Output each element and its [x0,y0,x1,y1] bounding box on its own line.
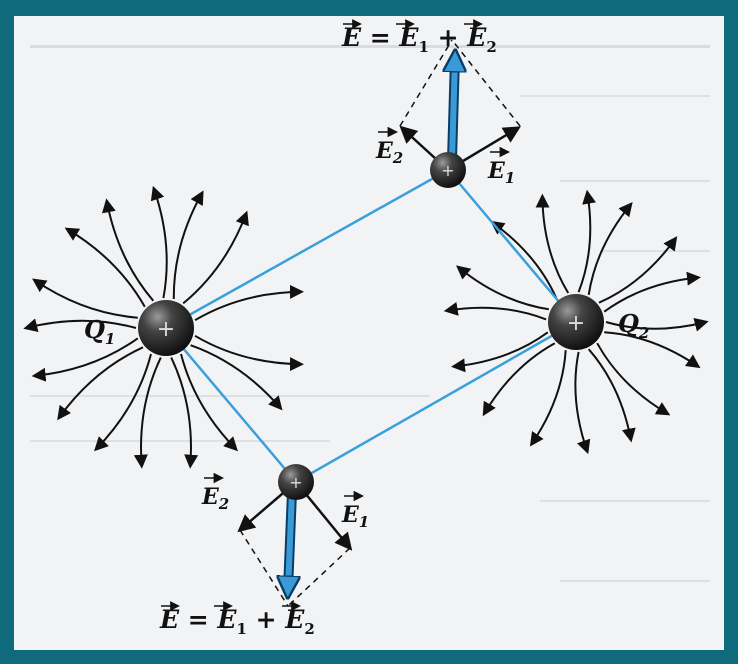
connector-q1-bottom [165,327,297,483]
q1-field-line [57,346,144,421]
q2-field-line [577,189,597,293]
positive-charge-icon: + [441,161,454,180]
top-e2-label: E2 [375,126,403,167]
top-equation: E = E1 + E2 [341,19,497,56]
connector-q2-top [447,169,577,323]
q1-field-line [190,344,283,411]
positive-charge-icon: + [289,473,302,492]
q2-field-line [482,342,556,417]
charge-q1: + [138,300,194,356]
q1-field-line [182,210,249,305]
svg-text:E1: E1 [341,502,369,531]
q1-field-line [64,227,146,308]
q1-field-line [133,357,162,469]
bottom-test-sphere [278,464,314,500]
charge-q2: + [548,294,604,350]
q2-field-line [587,348,636,443]
q2-field-line [443,301,547,321]
q2-sphere [548,294,604,350]
bottom-equation: E = E1 + E2 [159,601,315,638]
q1-sphere [138,300,194,356]
background-text-traces [30,45,710,582]
q1-field-line [180,353,238,452]
q1-label: Q1 [84,315,115,348]
q1-field-line [102,198,155,302]
top-equation-text: E = E1 + E2 [341,23,497,56]
q2-field-line [574,351,591,455]
q1-field-line [194,334,304,372]
q2-field-lines [443,189,709,455]
q1-field-line [194,284,304,322]
q2-field-line [605,317,709,332]
q2-field-line [596,342,671,416]
connector-lines [165,168,577,484]
test-point-bottom: + [278,464,314,500]
q2-field-line [529,350,567,447]
svg-text:E1: E1 [487,158,515,187]
q2-field-line [604,331,701,369]
q2-field-line [451,331,549,373]
q1-field-line [172,190,204,300]
top-resultant-vector [452,58,455,161]
q1-field-line [23,318,137,333]
bottom-e2-label: E2 [201,472,229,513]
q2-field-line [587,202,633,295]
positive-charge-icon: + [157,317,175,342]
bottom-equation-text: E = E1 + E2 [159,605,315,638]
q1-field-line [170,357,199,469]
q2-label: Q2 [618,309,649,342]
q1-field-line [94,353,152,452]
q1-field-lines [23,185,304,469]
bottom-e1-label: E1 [341,490,369,531]
bottom-resultant-vector [288,491,292,590]
connector-q2-bottom [295,320,577,484]
q2-field-line [490,220,558,300]
positive-charge-icon: + [567,311,585,336]
test-point-top: + [430,152,466,188]
q2-field-line [603,271,701,313]
svg-text:E2: E2 [201,484,229,513]
top-e1-label: E1 [487,146,515,187]
top-test-sphere [430,152,466,188]
q2-field-line [535,193,570,294]
q1-field-line [31,337,139,382]
q1-field-line [150,185,168,299]
svg-text:E2: E2 [375,138,403,167]
connector-q1-top [165,168,449,330]
q2-field-line [456,265,549,311]
q1-field-line [32,278,138,319]
q2-field-line [598,236,678,304]
